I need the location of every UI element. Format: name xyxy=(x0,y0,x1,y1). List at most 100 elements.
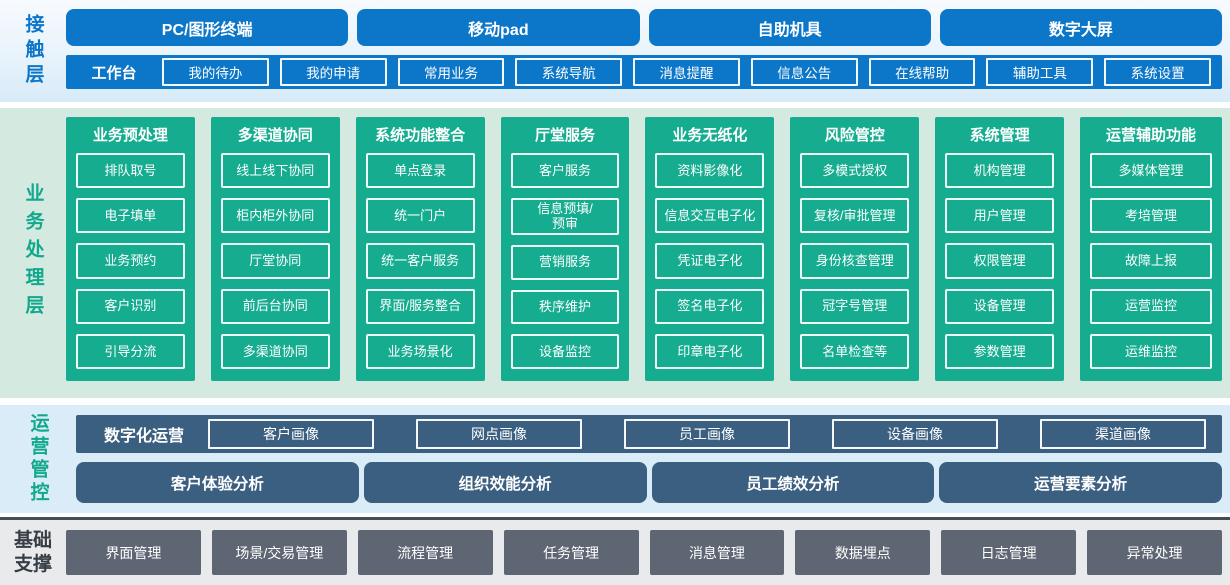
business-item: 引导分流 xyxy=(76,333,185,370)
section-divider xyxy=(0,102,1230,108)
business-item: 客户服务 xyxy=(510,153,620,188)
business-column-header: 业务预处理 xyxy=(92,127,168,144)
business-item: 单点登录 xyxy=(365,153,475,189)
base-item: 异常处理 xyxy=(1087,530,1222,575)
business-column: 业务预处理 排队取号电子填单业务预约客户识别引导分流 xyxy=(66,117,195,381)
business-column: 运营辅助功能 多媒体管理考培管理故障上报运营监控运维监控 xyxy=(1080,117,1222,381)
analysis-box: 运营要素分析 xyxy=(939,462,1222,503)
workbench-item: 信息公告 xyxy=(750,58,858,86)
portrait-item: 渠道画像 xyxy=(1040,419,1206,449)
layer-label-touch: 接触层 xyxy=(0,0,66,102)
workbench-item: 我的申请 xyxy=(279,58,387,86)
business-item: 运维监控 xyxy=(1090,333,1212,370)
business-column-items: 排队取号电子填单业务预约客户识别引导分流 xyxy=(76,153,185,370)
layer-operations: 运营管控 数字化运营 客户画像 网点画像 员工画像 设备画像 渠道画像 客户体验分析组织… xyxy=(0,405,1230,513)
business-item: 凭证电子化 xyxy=(655,243,765,279)
business-column-items: 多媒体管理考培管理故障上报运营监控运维监控 xyxy=(1090,153,1212,370)
business-item: 机构管理 xyxy=(945,153,1055,189)
business-columns: 业务预处理 排队取号电子填单业务预约客户识别引导分流 多渠道协同 线上线下协同柜… xyxy=(66,108,1230,398)
digital-operations-label: 数字化运营 xyxy=(104,428,185,445)
base-items: 界面管理场景/交易管理流程管理任务管理消息管理数据埋点日志管理异常处理 xyxy=(66,530,1222,575)
business-item: 印章电子化 xyxy=(655,333,765,370)
business-item: 前后台协同 xyxy=(220,288,330,324)
business-item: 多模式授权 xyxy=(800,153,910,189)
business-column-items: 单点登录统一门户统一客户服务界面/服务整合业务场景化 xyxy=(365,153,475,370)
business-item: 复核/审批管理 xyxy=(800,198,910,234)
business-item: 排队取号 xyxy=(76,153,185,189)
layer-label-business: 业务处理层 xyxy=(0,108,66,398)
digital-operations-items: 客户画像 网点画像 员工画像 设备画像 渠道画像 xyxy=(208,419,1206,449)
business-item: 厅堂协同 xyxy=(220,243,330,279)
business-item: 营销服务 xyxy=(510,244,620,280)
base-item: 场景/交易管理 xyxy=(211,530,347,575)
business-column-header: 系统功能整合 xyxy=(375,127,466,144)
analysis-row: 客户体验分析组织效能分析员工绩效分析运营要素分析 xyxy=(76,462,1222,503)
workbench-item: 消息提醒 xyxy=(633,58,740,86)
business-column: 系统管理 机构管理用户管理权限管理设备管理参数管理 xyxy=(935,117,1065,381)
business-item: 电子填单 xyxy=(76,198,185,234)
business-column: 多渠道协同 线上线下协同柜内柜外协同厅堂协同前后台协同多渠道协同 xyxy=(210,117,340,381)
business-item: 设备管理 xyxy=(945,288,1055,324)
base-item: 数据埋点 xyxy=(795,530,931,575)
analysis-box: 客户体验分析 xyxy=(76,462,359,503)
base-item: 日志管理 xyxy=(941,530,1077,575)
business-column-header: 多渠道协同 xyxy=(237,127,313,144)
business-column: 风险管控 多模式授权复核/审批管理身份核查管理冠字号管理名单检查等 xyxy=(790,117,920,381)
analysis-box: 组织效能分析 xyxy=(363,462,647,503)
layer-label-operations: 运营管控 xyxy=(0,405,76,513)
digital-operations-bar: 数字化运营 客户画像 网点画像 员工画像 设备画像 渠道画像 xyxy=(76,415,1222,453)
business-column-header: 业务无纸化 xyxy=(672,127,748,144)
business-item: 业务场景化 xyxy=(365,333,475,370)
workbench-item: 我的待办 xyxy=(162,58,269,86)
layer-base: 基础支撑 界面管理场景/交易管理流程管理任务管理消息管理数据埋点日志管理异常处理 xyxy=(0,517,1230,585)
layer-business: 业务处理层 业务预处理 排队取号电子填单业务预约客户识别引导分流 多渠道协同 线… xyxy=(0,108,1230,398)
portrait-item: 客户画像 xyxy=(208,419,374,449)
portrait-item: 设备画像 xyxy=(832,419,998,449)
business-item: 信息交互电子化 xyxy=(655,198,765,234)
business-column: 业务无纸化 资料影像化信息交互电子化凭证电子化签名电子化印章电子化 xyxy=(645,117,775,381)
business-column: 系统功能整合 单点登录统一门户统一客户服务界面/服务整合业务场景化 xyxy=(355,117,485,381)
workbench-item: 系统导航 xyxy=(515,58,623,86)
workbench-item: 常用业务 xyxy=(397,58,505,86)
business-item: 故障上报 xyxy=(1090,243,1212,279)
business-item: 权限管理 xyxy=(945,243,1055,279)
business-column-header: 系统管理 xyxy=(969,127,1030,144)
workbench-label: 工作台 xyxy=(91,64,137,82)
business-item: 秩序维护 xyxy=(510,289,620,325)
layer-label-base-text: 基础支撑 xyxy=(13,529,52,575)
layer-label-touch-text: 接触层 xyxy=(22,13,44,89)
portrait-item: 网点画像 xyxy=(416,419,582,449)
business-item: 身份核查管理 xyxy=(800,243,910,279)
business-item: 客户识别 xyxy=(76,288,185,324)
terminal-box: PC/图形终端 xyxy=(66,9,349,46)
business-item: 考培管理 xyxy=(1090,198,1212,234)
business-item: 柜内柜外协同 xyxy=(220,198,330,234)
business-item: 设备监控 xyxy=(510,334,620,369)
workbench-item: 辅助工具 xyxy=(986,58,1094,86)
business-column-items: 机构管理用户管理权限管理设备管理参数管理 xyxy=(945,153,1055,370)
business-column-items: 多模式授权复核/审批管理身份核查管理冠字号管理名单检查等 xyxy=(800,153,910,370)
business-column-header: 运营辅助功能 xyxy=(1105,127,1196,144)
business-column-items: 线上线下协同柜内柜外协同厅堂协同前后台协同多渠道协同 xyxy=(220,153,330,370)
business-item: 资料影像化 xyxy=(655,153,765,189)
business-column-items: 客户服务信息预填/ 预审营销服务秩序维护设备监控 xyxy=(510,153,620,369)
terminal-box: 数字大屏 xyxy=(939,9,1222,46)
business-item: 多渠道协同 xyxy=(220,333,330,370)
business-column-items: 资料影像化信息交互电子化凭证电子化签名电子化印章电子化 xyxy=(655,153,765,370)
business-item: 统一门户 xyxy=(365,198,475,234)
analysis-box: 员工绩效分析 xyxy=(651,462,935,503)
workbench-items: 我的待办我的申请常用业务系统导航消息提醒信息公告在线帮助辅助工具系统设置 xyxy=(162,58,1212,86)
business-item: 业务预约 xyxy=(76,243,185,279)
business-item: 界面/服务整合 xyxy=(365,288,475,324)
workbench-item: 在线帮助 xyxy=(868,58,976,86)
terminal-box: 自助机具 xyxy=(648,9,931,46)
business-item: 参数管理 xyxy=(945,333,1055,370)
business-item: 信息预填/ 预审 xyxy=(510,197,620,235)
section-divider xyxy=(0,398,1230,405)
layer-label-base: 基础支撑 xyxy=(0,529,66,577)
portrait-item: 员工画像 xyxy=(624,419,790,449)
business-item: 多媒体管理 xyxy=(1090,153,1212,189)
